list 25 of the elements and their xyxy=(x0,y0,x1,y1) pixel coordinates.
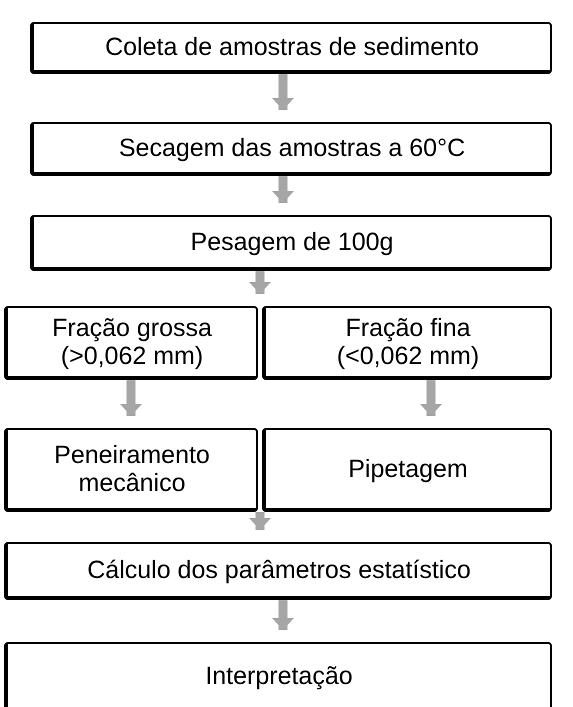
arrow xyxy=(272,600,294,630)
arrow xyxy=(120,380,142,416)
process-box xyxy=(30,22,552,74)
process-box xyxy=(30,122,552,176)
step-text: Pesagem de 100g xyxy=(190,228,394,256)
process-box xyxy=(30,215,552,271)
step-text: Interpretação xyxy=(205,662,353,690)
process-box xyxy=(4,306,258,380)
step-text: Cálculo dos parâmetros estatístico xyxy=(87,556,471,584)
process-box xyxy=(4,542,552,600)
process-box xyxy=(262,428,552,512)
process-box xyxy=(262,306,552,380)
arrow xyxy=(420,380,442,416)
process-box xyxy=(4,642,552,707)
step-text: Pipetagem xyxy=(348,455,468,483)
step-text: Peneiramento mecânico xyxy=(53,441,211,497)
step-text: Secagem das amostras a 60°C xyxy=(118,134,466,162)
arrow xyxy=(249,271,271,294)
arrow xyxy=(272,74,294,110)
step-text: Fração grossa (>0,062 mm) xyxy=(51,314,213,370)
step-text: Coleta de amostras de sedimento xyxy=(105,33,479,61)
process-box xyxy=(4,428,258,512)
step-text: Fração fina (<0,062 mm) xyxy=(336,314,480,370)
arrow xyxy=(249,512,271,530)
arrow xyxy=(272,176,294,203)
